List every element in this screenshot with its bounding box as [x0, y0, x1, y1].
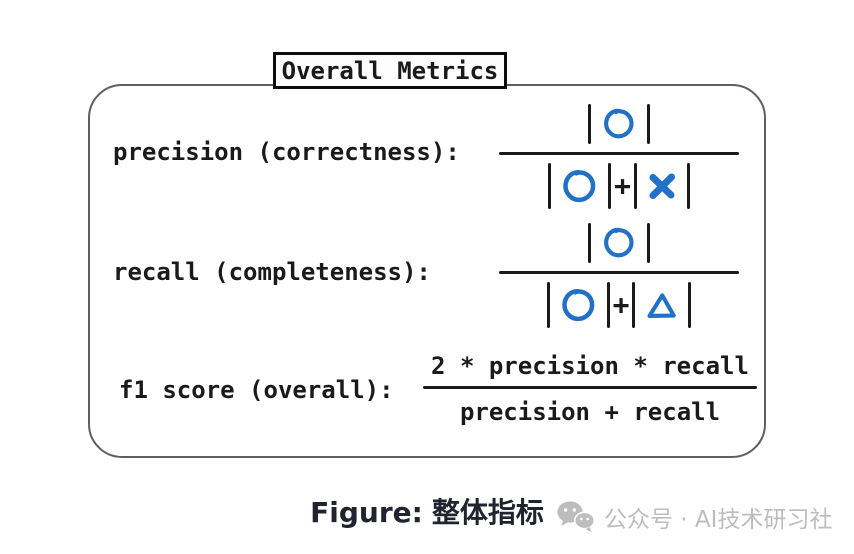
panel-title: Overall Metrics	[281, 56, 499, 85]
watermark: 公众号 · AI技术研习社	[556, 499, 832, 535]
recall-numerator	[588, 223, 650, 271]
cardinality-bar	[608, 163, 612, 209]
f1-denominator: precision + recall	[459, 398, 721, 426]
plus-operator: +	[612, 288, 630, 321]
cardinality-bar	[686, 163, 690, 209]
triangle-icon	[647, 292, 677, 318]
cardinality-bar	[606, 282, 610, 328]
cardinality-bar	[647, 223, 650, 263]
recall-label: recall (completeness):	[113, 258, 431, 286]
precision-formula: +	[499, 104, 739, 209]
cardinality-bar	[688, 282, 692, 328]
circle-icon	[563, 169, 596, 202]
precision-denominator: +	[548, 155, 690, 209]
caption-prefix: Figure:	[310, 496, 423, 529]
precision-numerator	[588, 104, 650, 152]
f1-numerator: 2 * precision * recall	[431, 352, 749, 380]
cardinality-bar	[588, 223, 591, 263]
f1-label: f1 score (overall):	[119, 376, 394, 404]
cardinality-bar	[633, 163, 637, 209]
cross-icon	[649, 173, 675, 199]
plus-operator: +	[614, 169, 631, 202]
f1-formula: 2 * precision * recall precision + recal…	[423, 352, 757, 426]
cardinality-bar	[647, 104, 650, 144]
cardinality-bar	[588, 104, 591, 144]
circle-icon	[604, 108, 634, 139]
precision-label: precision (correctness):	[113, 138, 460, 166]
fraction-line	[499, 152, 739, 155]
fraction-line	[423, 386, 757, 389]
panel-title-box: Overall Metrics	[273, 52, 507, 89]
figure-caption: Figure:整体指标	[310, 491, 544, 531]
watermark-text: 公众号 · AI技术研习社	[604, 507, 833, 533]
fraction-line	[499, 271, 739, 274]
cardinality-bar	[546, 282, 550, 328]
recall-formula: +	[499, 223, 739, 328]
caption-text: 整体指标	[431, 496, 544, 529]
cardinality-bar	[632, 282, 636, 328]
circle-icon	[604, 227, 634, 258]
wechat-icon	[557, 501, 596, 532]
circle-icon	[561, 288, 594, 321]
recall-denominator: +	[546, 274, 692, 328]
cardinality-bar	[548, 163, 552, 209]
